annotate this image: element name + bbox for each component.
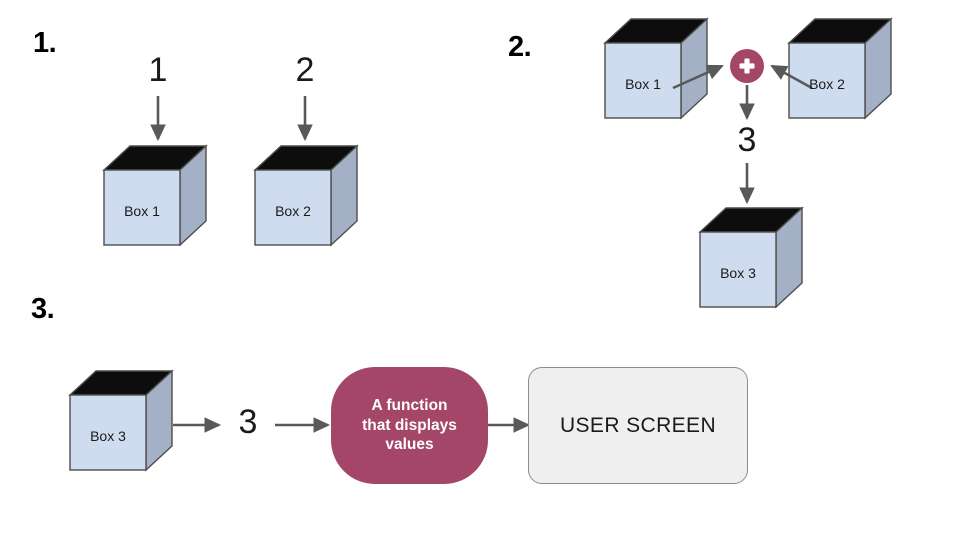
- cube-caption-step1-box-1: Box 1: [124, 203, 160, 219]
- cube-step2-box-3: [698, 206, 804, 309]
- sum-value-label: 3: [737, 121, 757, 159]
- function-node-line-3: values: [385, 436, 434, 454]
- cube-step1-box-1: [102, 144, 208, 247]
- cube-step2-box-2: [787, 17, 893, 120]
- function-node-line-2: that displays: [362, 416, 457, 434]
- function-node-label: A function that displays values: [362, 396, 457, 455]
- step-3-number: 3.: [31, 293, 55, 325]
- input-value-2-label: 2: [295, 51, 315, 89]
- user-screen-node[interactable]: USER SCREEN: [528, 367, 748, 484]
- arrow-box1-to-plus: [672, 64, 724, 90]
- cube-caption-step1-box-2: Box 2: [275, 203, 311, 219]
- user-screen-label: USER SCREEN: [559, 413, 717, 437]
- function-node-line-1: A function: [371, 396, 448, 414]
- step-2-number: 2.: [508, 31, 532, 63]
- arrow-box2-to-plus: [770, 64, 813, 90]
- step-1-number: 1.: [33, 27, 57, 59]
- cube-caption-step3-box-3: Box 3: [90, 428, 126, 444]
- plus-operator-icon: [730, 49, 764, 83]
- cube-step3-box-3: [68, 369, 174, 472]
- flow-value-label: 3: [238, 403, 258, 441]
- function-node[interactable]: A function that displays values: [331, 367, 488, 484]
- cube-caption-step2-box-3: Box 3: [720, 265, 756, 281]
- cube-caption-step2-box-2: Box 2: [809, 76, 845, 92]
- input-value-1-label: 1: [148, 51, 168, 89]
- cube-step1-box-2: [253, 144, 359, 247]
- cube-caption-step2-box-1: Box 1: [625, 76, 661, 92]
- cube-step2-box-1: [603, 17, 709, 120]
